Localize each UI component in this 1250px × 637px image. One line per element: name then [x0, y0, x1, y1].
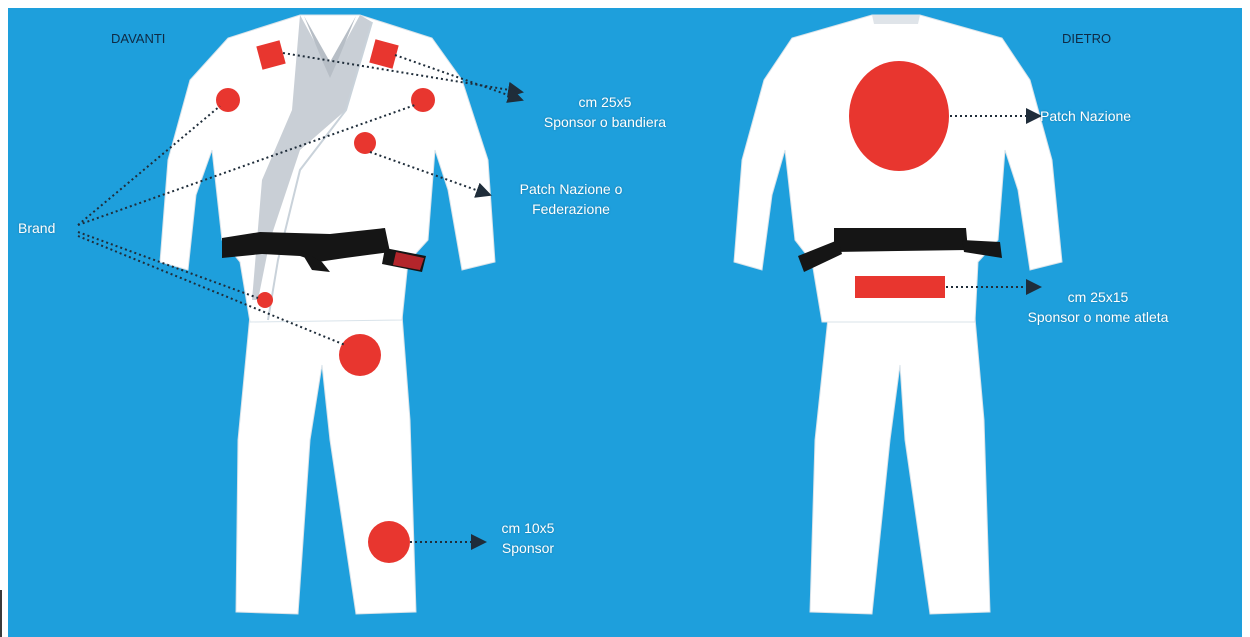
brand-label: Brand — [18, 218, 74, 238]
front-kimono — [160, 15, 495, 614]
knee-callout-label: cm 10x5 Sponsor — [478, 518, 578, 558]
back-pants — [810, 318, 990, 614]
knee-use-text: Sponsor — [478, 538, 578, 558]
waist-use-text: Sponsor o nome atleta — [998, 307, 1198, 327]
back-patch-label: Patch Nazione — [1040, 106, 1180, 126]
back-title: DIETRO — [1062, 31, 1111, 47]
chest-line1-text: Patch Nazione o — [496, 179, 646, 199]
chest-line2-text: Federazione — [496, 199, 646, 219]
back-center-patch — [849, 61, 949, 171]
front-title: DAVANTI — [111, 31, 165, 47]
jacket-skirt-patch — [257, 292, 273, 308]
chest-patch — [354, 132, 376, 154]
shoulder-use-text: Sponsor o bandiera — [520, 112, 690, 132]
thigh-patch — [339, 334, 381, 376]
waist-size-text: cm 25x15 — [998, 287, 1198, 307]
shoulder-size-text: cm 25x5 — [520, 92, 690, 112]
back-waist-patch — [855, 276, 945, 298]
knee-size-text: cm 10x5 — [478, 518, 578, 538]
knee-patch — [368, 521, 410, 563]
sleeve-patch-left — [216, 88, 240, 112]
shoulder-callout-label: cm 25x5 Sponsor o bandiera — [520, 92, 690, 132]
waist-callout-label: cm 25x15 Sponsor o nome atleta — [998, 287, 1198, 327]
back-collar — [872, 15, 920, 24]
sleeve-patch-right — [411, 88, 435, 112]
chest-callout-label: Patch Nazione o Federazione — [496, 179, 646, 219]
front-pants — [236, 315, 416, 614]
back-belt — [834, 228, 968, 252]
